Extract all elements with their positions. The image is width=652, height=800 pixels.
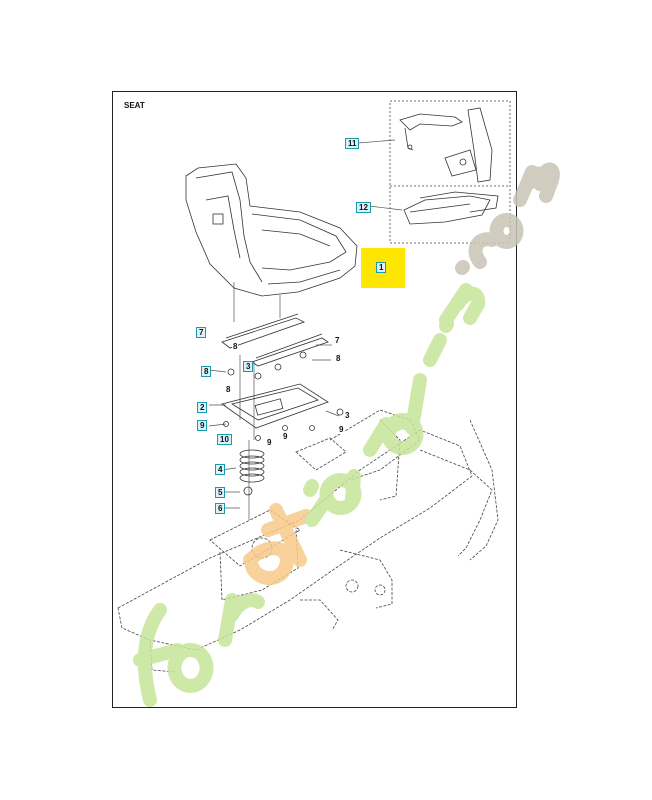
callout-8c[interactable]: 8: [201, 366, 212, 377]
callout-3a[interactable]: 3: [243, 361, 254, 372]
seat-rails-drawing: [221, 313, 329, 367]
callout-9a[interactable]: 9: [197, 420, 208, 431]
seat-drawing: [185, 163, 358, 297]
tractor-frame-drawing: [117, 409, 499, 673]
callout-8b[interactable]: 8: [335, 354, 342, 363]
callout-6[interactable]: 6: [215, 503, 226, 514]
callout-3b[interactable]: 3: [344, 411, 351, 420]
callout-2[interactable]: 2: [197, 402, 208, 413]
callout-7a[interactable]: 7: [196, 327, 207, 338]
callout-5[interactable]: 5: [215, 487, 226, 498]
callout-1[interactable]: 1: [376, 262, 387, 273]
leader-lines: [208, 139, 403, 520]
callout-9c[interactable]: 9: [282, 432, 289, 441]
diagram-frame: [112, 91, 517, 708]
callout-8d[interactable]: 8: [225, 385, 232, 394]
callout-8a[interactable]: 8: [232, 342, 239, 351]
armrest-pad-drawing: [403, 191, 499, 225]
callout-12[interactable]: 12: [356, 202, 371, 213]
fasteners-drawing: [223, 351, 344, 496]
seat-plate-drawing: [221, 383, 329, 429]
callout-4[interactable]: 4: [215, 464, 226, 475]
callout-9b[interactable]: 9: [338, 425, 345, 434]
armrest-drawing: [399, 107, 493, 183]
spring-drawing: [239, 449, 265, 483]
callout-10[interactable]: 10: [217, 434, 232, 445]
diagram-title: SEAT: [124, 101, 145, 110]
accessory-inset: [389, 100, 511, 244]
callout-11[interactable]: 11: [345, 138, 360, 149]
callout-7b[interactable]: 7: [334, 336, 341, 345]
callout-9d[interactable]: 9: [266, 438, 273, 447]
part-1-highlight: 1: [361, 248, 405, 288]
